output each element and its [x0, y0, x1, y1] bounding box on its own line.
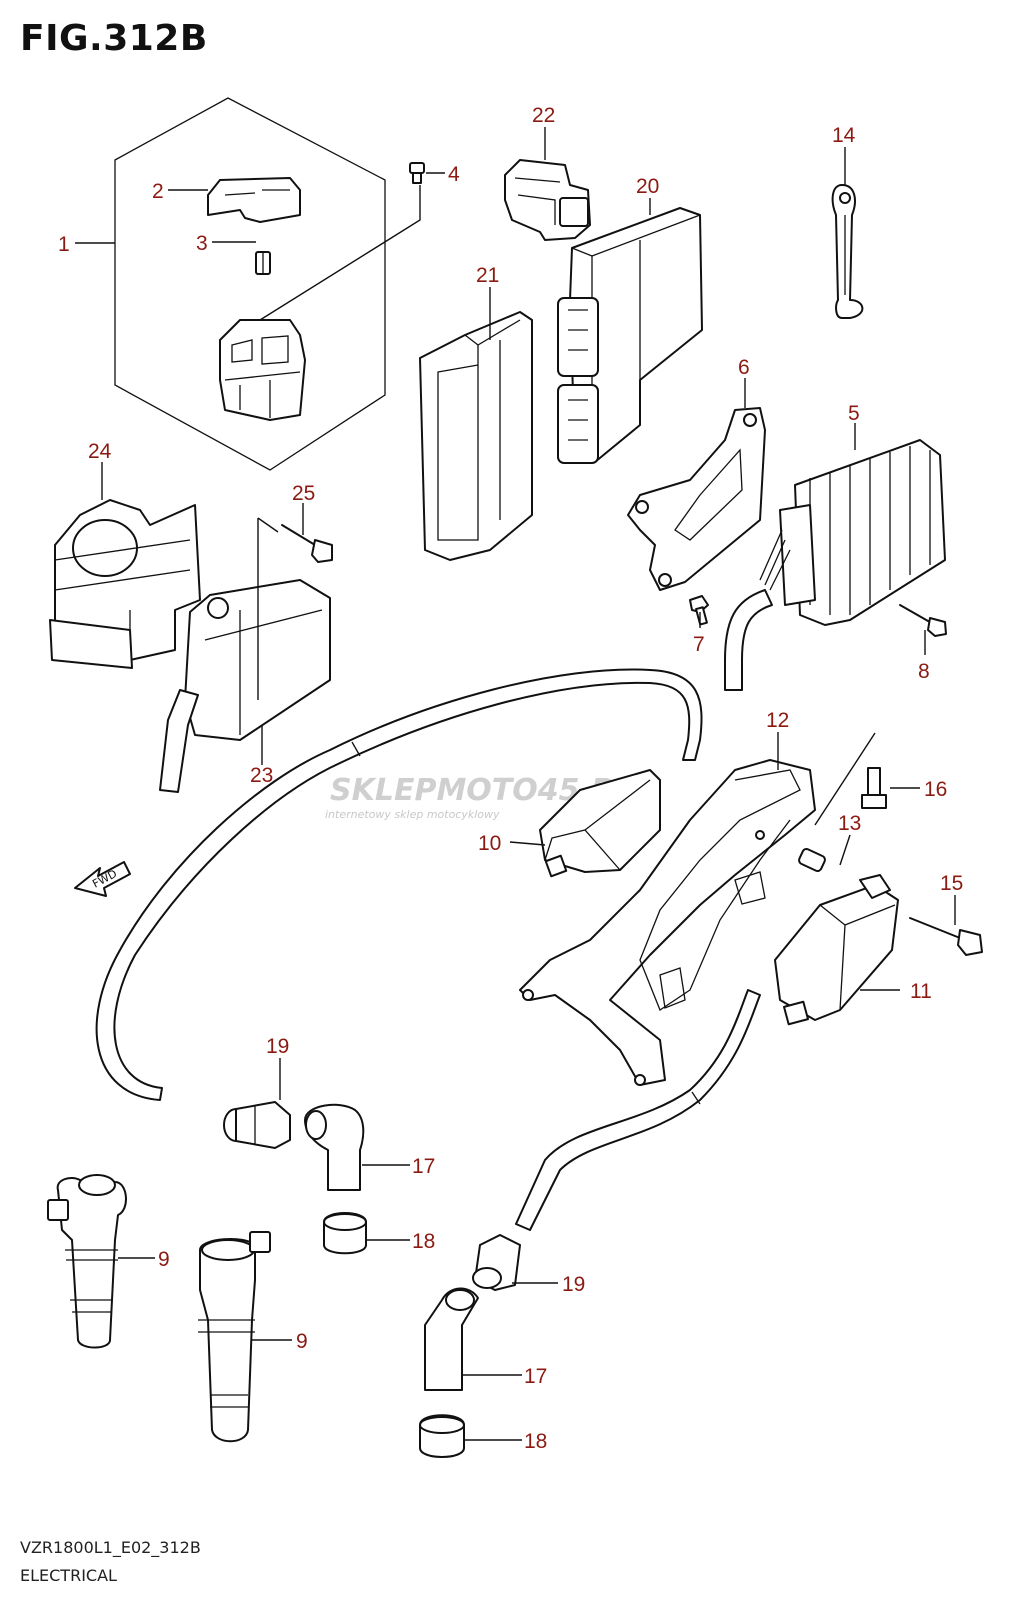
boot-seal-upper: [223, 1101, 291, 1149]
coil-mounting-bracket: [519, 759, 816, 1086]
stick-coil-left: [47, 1174, 127, 1349]
callout-3: 3: [196, 232, 208, 255]
ignition-wire-long: [95, 668, 703, 1101]
screw-4: [409, 162, 425, 184]
stick-coil-right: [198, 1231, 271, 1443]
ecm-cover: [419, 311, 533, 561]
callout-14: 14: [832, 124, 856, 147]
relay-cover: [207, 177, 301, 223]
regulator-rectifier: [759, 439, 946, 626]
ignition-coil-rear: [774, 874, 899, 1026]
starter-relay: [219, 319, 306, 421]
callout-4: 4: [448, 163, 460, 186]
seal-ring-lower: [419, 1414, 465, 1458]
callout-22: 22: [532, 104, 555, 127]
ecm-unit: [557, 207, 703, 464]
watermark-tagline: internetowy sklep motocyklowy: [325, 808, 500, 821]
callout-24: 24: [88, 440, 112, 463]
figure-title: FIG.312B: [20, 18, 208, 59]
holder-bracket: [49, 499, 201, 669]
tilt-sensor: [159, 579, 331, 793]
callout-16: 16: [924, 778, 947, 801]
fuse: [255, 251, 271, 275]
callout-17-upper: 17: [412, 1155, 435, 1178]
callout-7: 7: [693, 633, 705, 656]
bolt-15: [909, 917, 983, 956]
wire-joint-2: [691, 1091, 701, 1105]
callout-10: 10: [478, 832, 501, 855]
collar-spacer: [798, 847, 826, 873]
ignition-wire-short: [515, 989, 761, 1231]
starter-relay-kit-outline: [114, 97, 386, 471]
section-name: ELECTRICAL: [20, 1566, 117, 1585]
bolt-7: [689, 595, 709, 626]
callout-1: 1: [58, 233, 70, 256]
regulator-wire: [724, 589, 773, 691]
callout-21: 21: [476, 264, 499, 287]
callout-20: 20: [636, 175, 659, 198]
wire-joint-1: [351, 741, 361, 757]
bolt-16: [861, 767, 887, 809]
bolt-25: [281, 524, 333, 563]
callout-19-lower: 19: [562, 1273, 585, 1296]
callout-6: 6: [738, 356, 750, 379]
callout-9-right: 9: [296, 1330, 308, 1353]
callout-5: 5: [848, 402, 860, 425]
regulator-bracket: [627, 407, 766, 591]
callout-2: 2: [152, 180, 164, 203]
model-code: VZR1800L1_E02_312B: [20, 1538, 201, 1557]
callout-19-upper: 19: [266, 1035, 289, 1058]
leader-lines: [75, 127, 956, 1441]
callout-25: 25: [292, 482, 315, 505]
callout-23: 23: [250, 764, 273, 787]
ignition-coil-front: [539, 769, 661, 878]
callout-17-lower: 17: [524, 1365, 547, 1388]
callout-13: 13: [838, 812, 861, 835]
bolt-8: [899, 604, 947, 637]
forward-direction-arrow: FWD: [74, 861, 131, 897]
plug-cap-upper: [304, 1103, 365, 1191]
callout-18-upper: 18: [412, 1230, 435, 1253]
connector-22: [504, 159, 591, 241]
callout-11: 11: [910, 980, 932, 1003]
rubber-strap: [831, 184, 864, 319]
callout-18-lower: 18: [524, 1430, 547, 1453]
callout-labels: 1 2 3 4 5 6 7 8 9 9 10 11 12 13 14 15 16…: [58, 104, 963, 1453]
boot-seal-lower: [472, 1234, 521, 1291]
callout-8: 8: [918, 660, 930, 683]
callout-9-left: 9: [158, 1248, 170, 1271]
seal-ring-upper: [323, 1212, 367, 1255]
callout-15: 15: [940, 872, 963, 895]
callout-12: 12: [766, 709, 789, 732]
plug-cap-lower: [424, 1287, 479, 1391]
